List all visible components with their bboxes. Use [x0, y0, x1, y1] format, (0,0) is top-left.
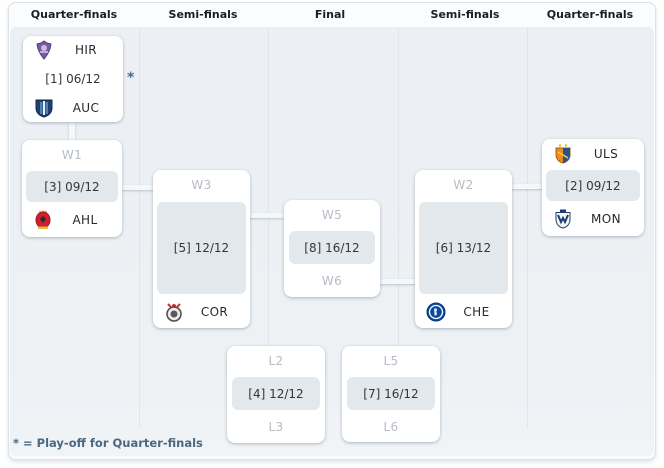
team-row-auc[interactable]: AUC [23, 93, 123, 122]
column-header-quarter-finals-right: Quarter-finals [546, 8, 634, 21]
monterrey-crest-icon [552, 209, 574, 229]
match-score-l2-l3[interactable]: [4] 12/12 [232, 377, 320, 410]
playoff-marker: * [127, 70, 135, 86]
slot-label-w6: W6 [321, 274, 343, 288]
column-header-semi-finals-right: Semi-finals [430, 8, 500, 21]
column-header-final: Final [314, 8, 346, 21]
team-code: CHE [463, 305, 490, 319]
match-card-final[interactable]: W5 [8] 16/12 W6 [284, 200, 380, 297]
team-code: AUC [72, 100, 100, 115]
match-card-qf1[interactable]: HIR [1] 06/12 AUC [23, 36, 123, 122]
column-divider [139, 27, 140, 427]
column-divider [398, 27, 399, 427]
slot-label-w3: W3 [191, 178, 212, 192]
match-score-final[interactable]: [8] 16/12 [289, 231, 375, 264]
team-code: AHL [72, 213, 98, 227]
team-row-mon[interactable]: MON [542, 202, 644, 236]
match-card-qf-right[interactable]: ULS [2] 09/12 MON [542, 139, 644, 236]
match-score-l5-l6[interactable]: [7] 16/12 [347, 377, 435, 410]
column-header-semi-finals-left: Semi-finals [168, 8, 238, 21]
slot-label-l5: L5 [383, 354, 399, 368]
team-code: MON [591, 212, 621, 226]
match-score-qf1[interactable]: [1] 06/12 [45, 72, 101, 86]
column-header-quarter-finals-left: Quarter-finals [30, 8, 118, 21]
column-divider [527, 27, 528, 427]
team-code: HIR [74, 43, 98, 58]
connector-sf-right-to-qf-right [510, 184, 545, 189]
hiroshima-crest-icon [33, 40, 55, 61]
match-score-sf-right[interactable]: [6] 13/12 [419, 202, 508, 294]
auckland-city-crest-icon [33, 98, 55, 118]
column-divider [268, 27, 269, 427]
match-card-l2-l3[interactable]: L2 [4] 12/12 L3 [227, 346, 325, 443]
team-row-uls[interactable]: ULS [542, 139, 644, 169]
connector-playoff-to-sf-left [116, 185, 156, 190]
chelsea-crest-icon [425, 302, 447, 322]
team-code: ULS [593, 147, 619, 161]
team-row-hir[interactable]: HIR [23, 36, 123, 65]
match-score-qf-right[interactable]: [2] 09/12 [546, 170, 640, 201]
team-row-che[interactable]: CHE [415, 296, 512, 328]
connector-sf-left-to-final [248, 213, 288, 218]
slot-label-w2: W2 [453, 178, 474, 192]
match-score-sf-left[interactable]: [5] 12/12 [157, 202, 246, 294]
corinthians-crest-icon [163, 302, 185, 322]
match-card-sf-left[interactable]: W3 [5] 12/12 COR [153, 170, 250, 328]
match-card-qf-playoff[interactable]: W1 [3] 09/12 AHL [22, 140, 122, 237]
team-code: COR [200, 305, 229, 319]
slot-label-w5: W5 [321, 208, 343, 222]
slot-label-l6: L6 [383, 419, 399, 434]
match-score-playoff[interactable]: [3] 09/12 [26, 171, 118, 202]
ulsan-crest-icon [552, 144, 574, 164]
match-card-sf-right[interactable]: W2 [6] 13/12 CHE [415, 170, 512, 328]
team-row-ahl[interactable]: AHL [22, 203, 122, 237]
connector-qf1-to-playoff [69, 121, 75, 142]
slot-label-w1: W1 [61, 148, 83, 162]
team-row-cor[interactable]: COR [153, 296, 250, 328]
playoff-footnote: * = Play-off for Quarter-finals [13, 436, 203, 450]
slot-label-l2: L2 [268, 354, 284, 368]
match-card-l5-l6[interactable]: L5 [7] 16/12 L6 [342, 346, 440, 442]
al-ahly-crest-icon [32, 210, 54, 230]
slot-label-l3: L3 [268, 420, 284, 434]
connector-final-to-sf-right [378, 279, 418, 284]
